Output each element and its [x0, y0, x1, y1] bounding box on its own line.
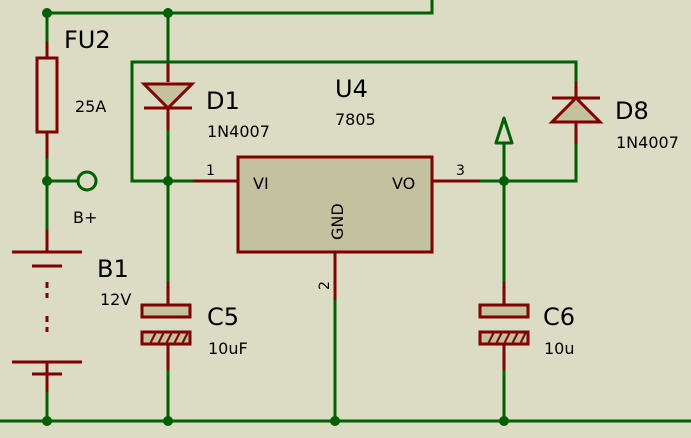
junction-dot — [163, 8, 173, 18]
diode-d8-symbol[interactable] — [548, 95, 604, 124]
fuse-ref-label: FU2 — [64, 26, 111, 54]
fuse-value-label: 25A — [75, 97, 106, 116]
regulator-ref-label: U4 — [335, 75, 368, 103]
capacitor-c5-symbol[interactable] — [140, 303, 192, 346]
junction-dot — [330, 416, 340, 426]
regulator-pin1-number: 1 — [206, 163, 215, 179]
terminal-label: B+ — [73, 208, 97, 227]
wire-d8-return — [502, 142, 578, 183]
diode-d1-ref-label: D1 — [206, 87, 240, 115]
regulator-pin2-number: 2 — [317, 281, 333, 290]
junction-dots — [42, 8, 509, 426]
junction-dot — [42, 176, 52, 186]
terminal-b-plus[interactable] — [76, 170, 98, 192]
junction-dot — [42, 416, 52, 426]
cap-c6-value-label: 10u — [544, 339, 575, 358]
diode-d1-value-label: 1N4007 — [207, 122, 270, 141]
wire-outer-loop — [130, 60, 578, 183]
power-arrow-icon — [494, 116, 514, 145]
regulator-pin-vi-label: VI — [253, 174, 269, 193]
regulator-value-label: 7805 — [335, 110, 376, 129]
diode-d8-value-label: 1N4007 — [616, 133, 679, 152]
junction-dot — [163, 416, 173, 426]
junction-dot — [163, 176, 173, 186]
junction-dot — [499, 416, 509, 426]
capacitor-c6-symbol[interactable] — [478, 303, 530, 346]
cap-c5-value-label: 10uF — [208, 339, 248, 358]
battery-value-label: 12V — [100, 290, 131, 309]
cap-c5-ref-label: C5 — [207, 303, 239, 331]
cap-c6-ref-label: C6 — [543, 303, 575, 331]
regulator-pin-vo-label: VO — [392, 174, 415, 193]
regulator-pin3-number: 3 — [456, 163, 465, 179]
diode-d1-symbol[interactable] — [140, 82, 196, 111]
component-leads — [45, 42, 578, 392]
junction-dot — [499, 176, 509, 186]
diode-d8-ref-label: D8 — [615, 97, 649, 125]
battery-ref-label: B1 — [97, 255, 129, 283]
junction-dot — [42, 8, 52, 18]
battery-symbol[interactable] — [12, 250, 82, 376]
fuse-symbol[interactable] — [35, 56, 59, 134]
wires — [0, 0, 691, 423]
regulator-u4-body[interactable] — [236, 155, 434, 254]
regulator-pin-gnd-label: GND — [328, 203, 347, 240]
